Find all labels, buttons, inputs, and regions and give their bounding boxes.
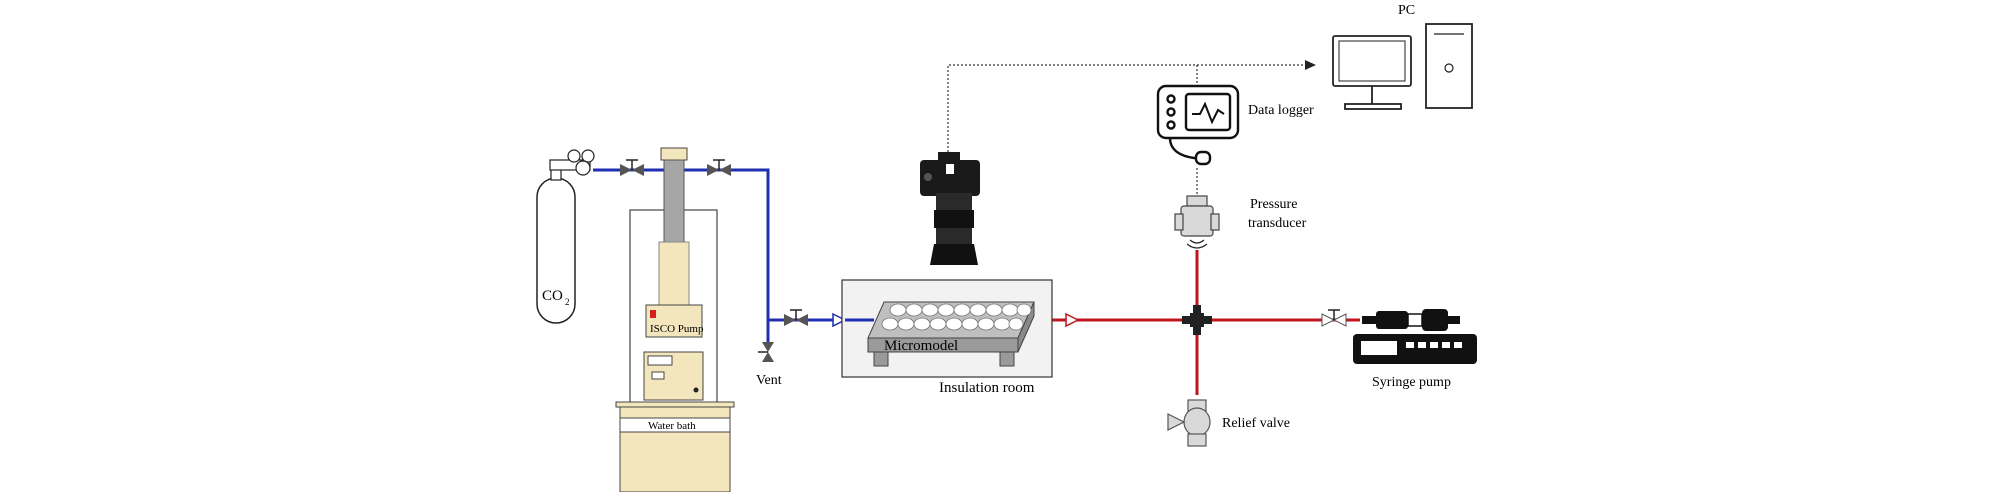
check-valve-icon xyxy=(1065,312,1080,328)
data-logger-label: Data logger xyxy=(1248,103,1314,118)
pressure-label-line2: transducer xyxy=(1248,216,1307,231)
pc-label: PC xyxy=(1398,3,1415,18)
red-process-lines xyxy=(1015,250,1344,395)
water-bath-label: Water bath xyxy=(648,420,696,432)
data-connection-lines xyxy=(947,64,1305,196)
valve-icon xyxy=(1321,309,1347,327)
valve-icon xyxy=(707,159,731,176)
isco-pump-label: ISCO Pump xyxy=(650,323,704,335)
vent-valve-icon xyxy=(758,342,774,362)
camera-icon xyxy=(920,152,980,265)
data-logger-icon xyxy=(1156,84,1240,166)
gas-regulator-icon xyxy=(549,149,595,176)
pressure-transducer-icon xyxy=(1174,195,1220,249)
relief-valve-icon xyxy=(1167,399,1211,447)
micromodel-label: Micromodel xyxy=(884,338,958,354)
check-valve-icon xyxy=(832,312,847,328)
co2-label: CO xyxy=(542,288,563,304)
pc-tower-icon xyxy=(1425,23,1473,109)
arrow-to-pc-icon xyxy=(1305,60,1316,70)
co2-cylinder: CO 2 xyxy=(536,167,576,324)
vent-label: Vent xyxy=(756,373,782,388)
syringe-pump-icon xyxy=(1353,309,1477,364)
valve-icon xyxy=(784,309,808,326)
cross-fitting-icon xyxy=(1182,305,1212,335)
pressure-label-line1: Pressure xyxy=(1250,197,1297,212)
monitor-icon xyxy=(1332,35,1412,110)
relief-valve-label: Relief valve xyxy=(1222,416,1290,431)
insulation-room-label: Insulation room xyxy=(939,380,1035,396)
micromodel: Micromodel xyxy=(867,301,1035,367)
co2-subscript: 2 xyxy=(565,297,570,307)
isco-pump-assembly: ISCO Pump Water bath xyxy=(615,147,735,492)
syringe-pump-label: Syringe pump xyxy=(1372,375,1451,390)
valve-icon xyxy=(620,159,644,176)
